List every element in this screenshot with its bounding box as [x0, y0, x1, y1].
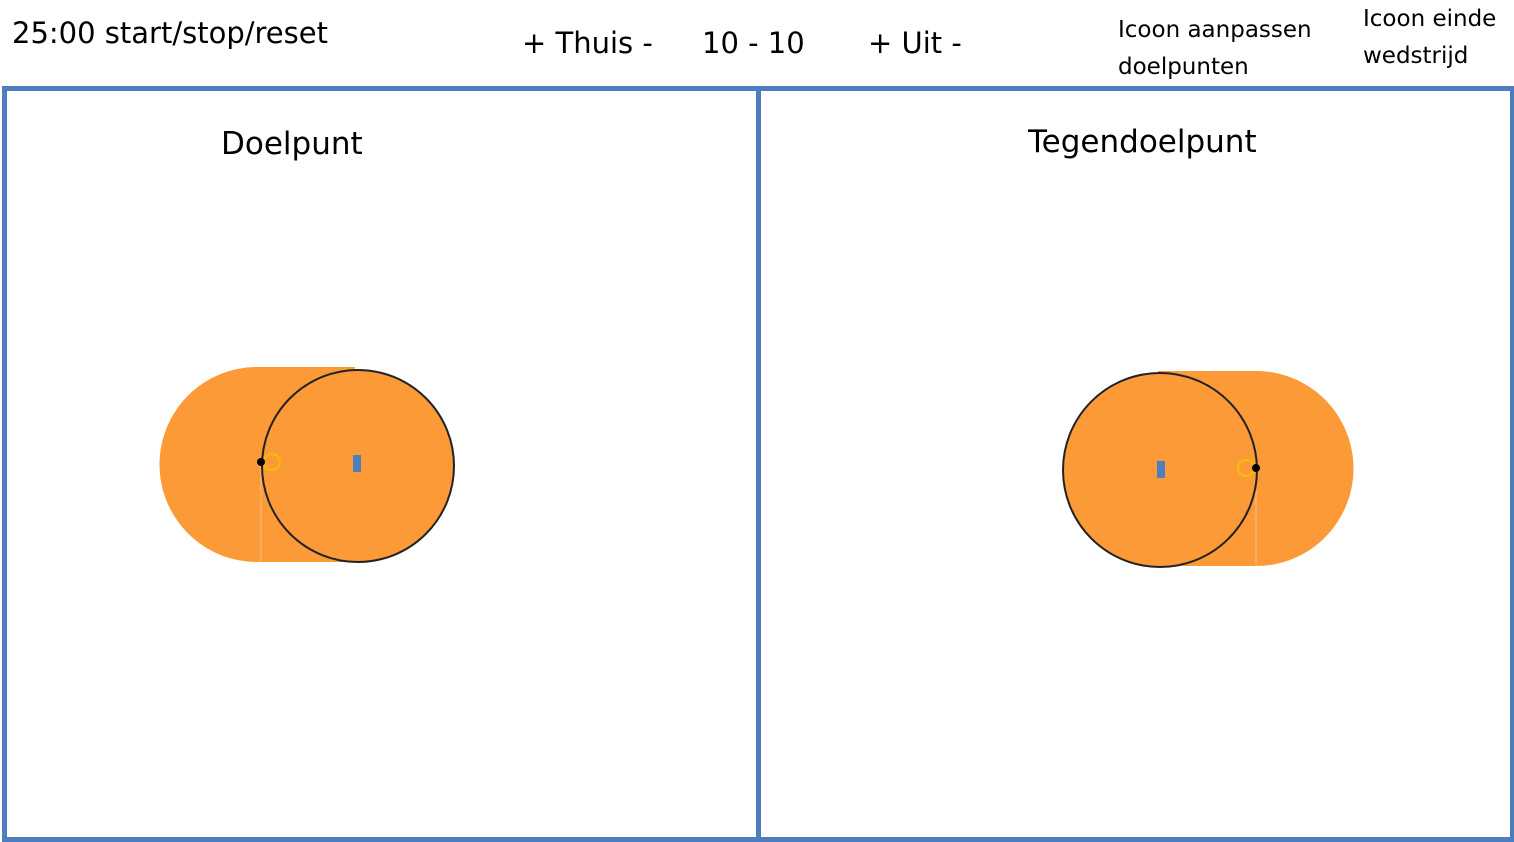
- home-score-controls[interactable]: + Thuis -: [522, 26, 653, 60]
- against-panel[interactable]: Tegendoelpunt: [756, 86, 1514, 842]
- goal-swipe-slider[interactable]: [159, 361, 459, 565]
- against-knob-anchor-point: [1252, 464, 1260, 472]
- goal-panel-title: Doelpunt: [221, 126, 363, 162]
- against-knob-center-marker: [1157, 461, 1165, 478]
- edit-goals-icon-placeholder[interactable]: Icoon aanpassen doelpunten: [1118, 17, 1312, 80]
- end-match-icon-placeholder[interactable]: Icoon einde wedstrijd: [1363, 6, 1497, 69]
- goal-knob-center-marker: [353, 455, 361, 472]
- goal-panel[interactable]: Doelpunt: [2, 86, 761, 842]
- timer-controls[interactable]: 25:00 start/stop/reset: [12, 16, 328, 50]
- goal-knob-anchor-point: [257, 458, 265, 466]
- score-display: 10 - 10: [702, 26, 805, 60]
- against-swipe-slider[interactable]: [1060, 365, 1360, 569]
- away-score-controls[interactable]: + Uit -: [868, 26, 962, 60]
- against-panel-title: Tegendoelpunt: [1028, 124, 1257, 160]
